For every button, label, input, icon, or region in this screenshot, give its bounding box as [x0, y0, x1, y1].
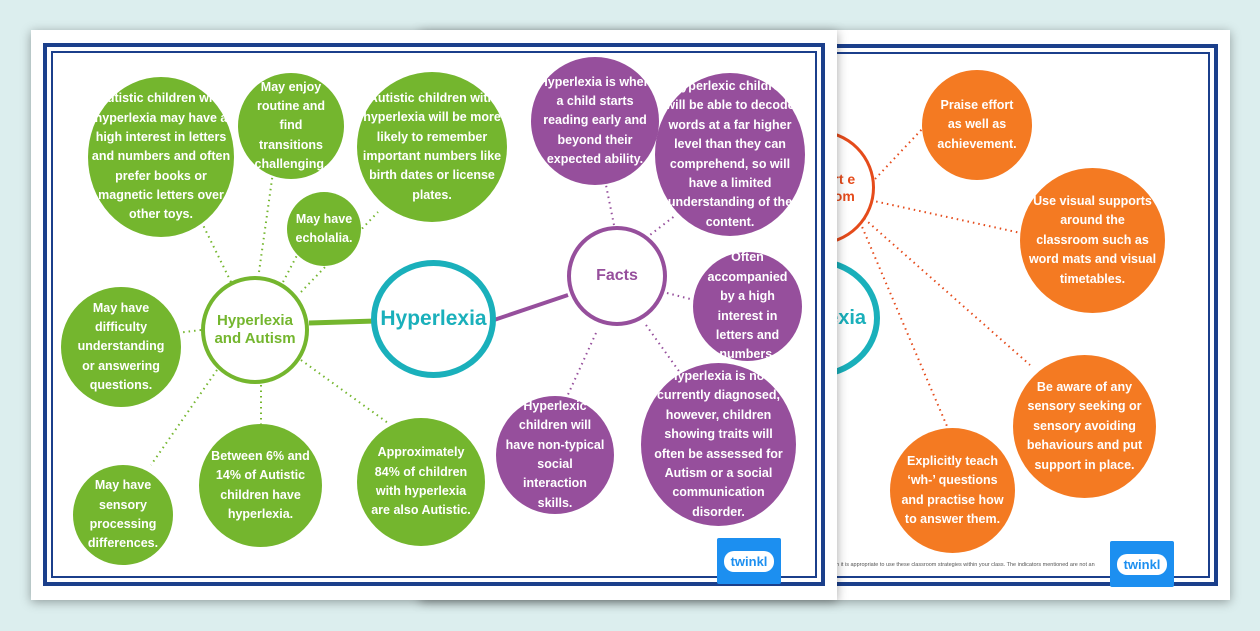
support-item-sensory: Be aware of any sensory seeking or senso…	[1013, 355, 1156, 498]
autism-item-84-percent: Approximately 84% of children with hyper…	[357, 418, 485, 546]
autism-hub-label: Hyperlexia and Autism	[214, 312, 296, 347]
hyperlexia-center-label: Hyperlexia	[380, 307, 487, 331]
autism-item-sensory: May have sensory processing differences.	[73, 465, 173, 565]
autism-item-interest: Autistic children with hyperlexia may ha…	[88, 77, 234, 237]
facts-hub-label: Facts	[596, 267, 638, 285]
autism-item-numbers: Autistic children with hyperlexia will b…	[357, 72, 507, 222]
facts-hub: Facts	[567, 226, 667, 326]
support-item-wh-questions: Explicitly teach ‘wh-’ questions and pra…	[890, 428, 1015, 553]
front-sheet-inner-border	[51, 51, 817, 578]
front-twinkl-logo: twinkl	[717, 538, 781, 584]
front-sheet-border	[43, 43, 825, 586]
autism-hub: Hyperlexia and Autism	[201, 276, 309, 384]
facts-item-definition: Hyperlexia is when a child starts readin…	[531, 57, 659, 185]
hyperlexia-center: Hyperlexia	[371, 260, 496, 378]
back-twinkl-logo: twinkl	[1110, 541, 1174, 587]
front-sheet: Hyperlexia Hyperlexia and Autism Facts A…	[31, 30, 837, 600]
facts-item-social: Hyperlexic children will have non-typica…	[496, 396, 614, 514]
autism-item-percentage: Between 6% and 14% of Autistic children …	[199, 424, 322, 547]
autism-item-echolalia: May have echolalia.	[287, 192, 361, 266]
support-item-praise: Praise effort as well as achievement.	[922, 70, 1032, 180]
back-connector-lines	[859, 109, 1031, 446]
facts-item-decode: Hyperlexic children will be able to deco…	[655, 73, 805, 236]
back-footer-note: hen it is appropriate to use these class…	[830, 562, 1095, 568]
autism-item-routine: May enjoy routine and find transitions c…	[238, 73, 344, 179]
facts-item-diagnosis: Hyperlexia is not currently diagnosed, h…	[641, 363, 796, 526]
facts-item-interest: Often accompanied by a high interest in …	[693, 250, 802, 361]
autism-item-questions: May have difficulty understanding or ans…	[61, 287, 181, 407]
support-item-visual: Use visual supports around the classroom…	[1020, 168, 1165, 313]
